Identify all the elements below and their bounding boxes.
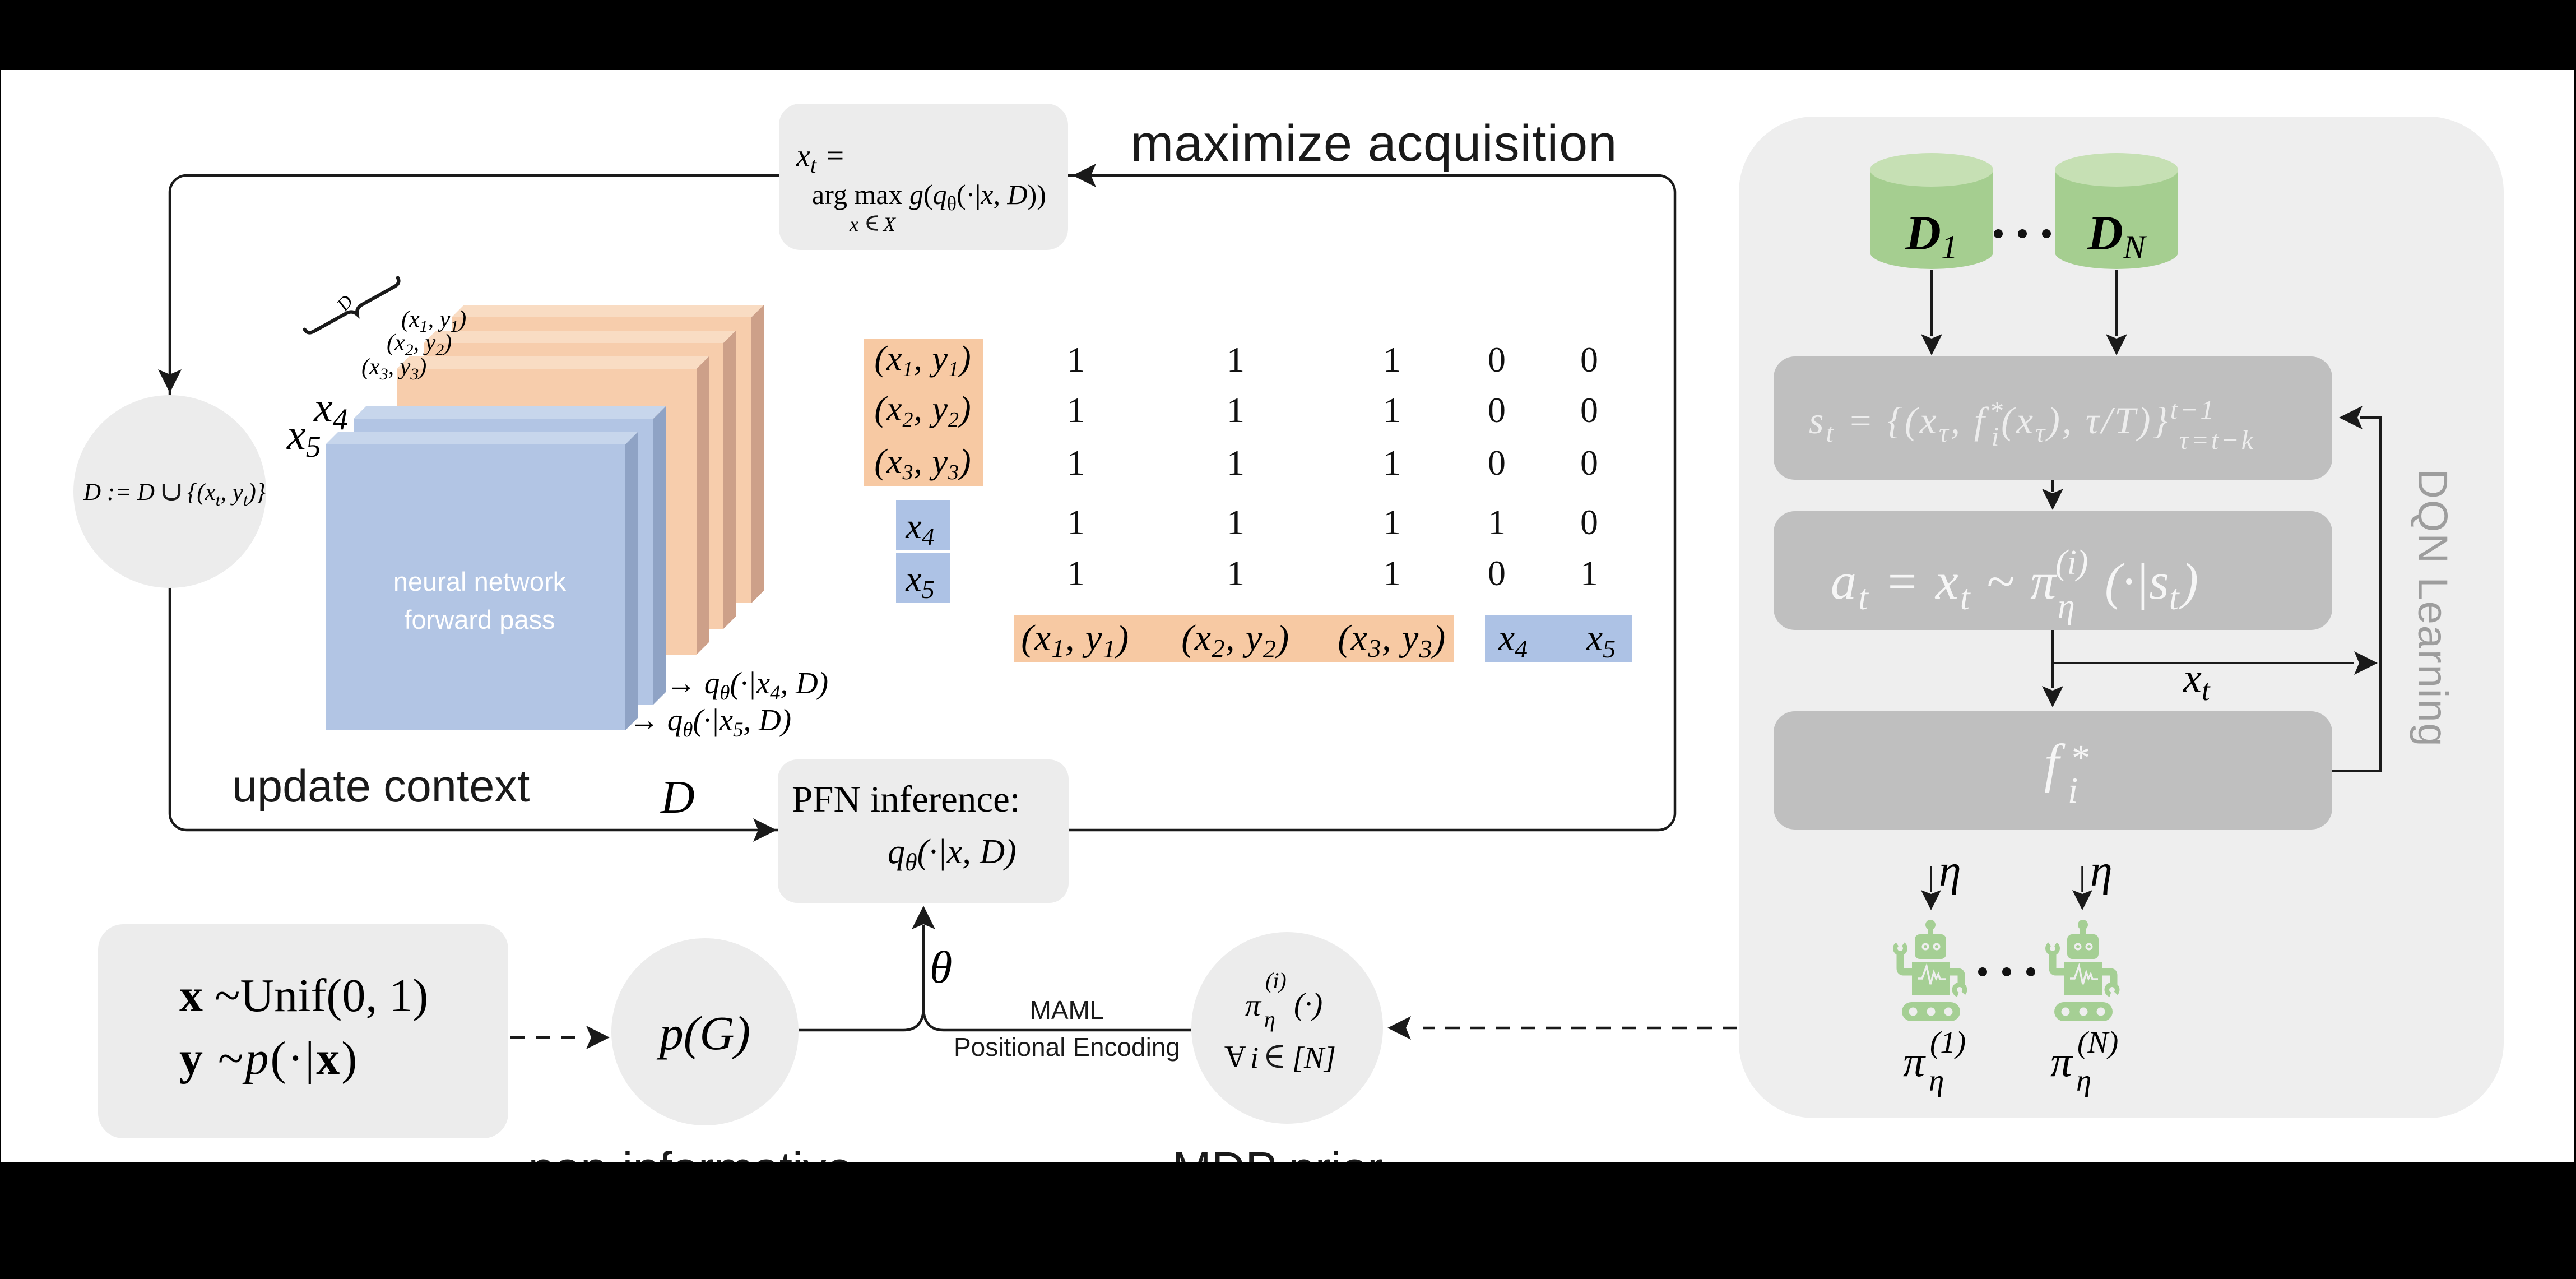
svg-text:0: 0 <box>1580 390 1598 430</box>
svg-text:D: D <box>660 771 695 823</box>
svg-text:(·): (·) <box>1294 987 1322 1022</box>
svg-text:(i): (i) <box>2055 544 2088 582</box>
svg-text:π: π <box>1903 1037 1926 1086</box>
svg-text:1: 1 <box>1067 443 1085 483</box>
svg-text:(N): (N) <box>2077 1025 2118 1059</box>
svg-text:1: 1 <box>1383 390 1401 430</box>
svg-text:(x1, y1): (x1, y1) <box>1021 618 1130 663</box>
svg-text:0: 0 <box>1580 502 1598 542</box>
svg-text:qθ(·|x, D): qθ(·|x, D) <box>888 833 1017 876</box>
svg-text:1: 1 <box>1067 340 1085 379</box>
svg-text:DN: DN <box>2087 206 2147 266</box>
svg-text:0: 0 <box>1488 340 1506 379</box>
svg-text:1: 1 <box>1227 340 1245 379</box>
svg-text:1: 1 <box>1067 502 1085 542</box>
svg-text:1: 1 <box>1227 443 1245 483</box>
svg-text:1: 1 <box>1383 553 1401 593</box>
svg-text:(1): (1) <box>1930 1025 1966 1059</box>
svg-text:1: 1 <box>1580 553 1598 593</box>
svg-text:MAML: MAML <box>1030 995 1104 1025</box>
svg-text:π: π <box>1245 988 1262 1023</box>
svg-text:1: 1 <box>1488 502 1506 542</box>
svg-text:1: 1 <box>1227 502 1245 542</box>
svg-text:x ~Unif(0, 1): x ~Unif(0, 1) <box>179 970 428 1022</box>
svg-text:1: 1 <box>1067 553 1085 593</box>
svg-text:0: 0 <box>1488 390 1506 430</box>
svg-text:p(G): p(G) <box>656 1006 750 1060</box>
svg-text:x4: x4 <box>905 506 934 551</box>
svg-text:0: 0 <box>1580 443 1598 483</box>
svg-text:1: 1 <box>1227 553 1245 593</box>
svg-text:st = {(xτ, f*i(xτ), τ/T)}t−1τ=: st = {(xτ, f*i(xτ), τ/T)}t−1τ=t−k <box>1809 395 2255 455</box>
svg-text:1: 1 <box>1383 443 1401 483</box>
svg-text:PFN inference:: PFN inference: <box>792 778 1020 820</box>
svg-text:forward pass: forward pass <box>404 605 555 634</box>
svg-text:D := D: D := D <box>83 479 155 506</box>
svg-text:→ qθ(·|x5, D): → qθ(·|x5, D) <box>629 703 791 742</box>
svg-text:i: i <box>1250 1041 1259 1074</box>
svg-text:η: η <box>2090 846 2113 896</box>
svg-text:1: 1 <box>1067 390 1085 430</box>
svg-text:1: 1 <box>1383 340 1401 379</box>
svg-text:X: X <box>882 213 897 235</box>
svg-text:DQN Learning: DQN Learning <box>2410 469 2456 747</box>
svg-text:1: 1 <box>1383 502 1401 542</box>
svg-text:A: A <box>1224 1040 1246 1073</box>
svg-text:[N]: [N] <box>1292 1041 1336 1074</box>
svg-text:y ~p(·|x): y ~p(·|x) <box>179 1032 359 1085</box>
svg-text:(i): (i) <box>1265 968 1287 993</box>
svg-text:1: 1 <box>1227 390 1245 430</box>
svg-text:xt =: xt = <box>796 138 846 178</box>
svg-text:x: x <box>849 213 858 235</box>
svg-text:(x3, y3): (x3, y3) <box>1338 618 1446 663</box>
svg-text:update context: update context <box>232 761 530 812</box>
svg-text:arg max g(qθ(·|x, D)): arg max g(qθ(·|x, D)) <box>812 179 1046 215</box>
svg-text:(·|st): (·|st) <box>2105 553 2198 617</box>
svg-text:η: η <box>2076 1063 2091 1097</box>
svg-text:→ qθ(·|x4, D): → qθ(·|x4, D) <box>666 666 828 705</box>
svg-text:(x1, y1): (x1, y1) <box>401 307 466 336</box>
svg-text:(x2, y2): (x2, y2) <box>874 390 971 432</box>
svg-text:η: η <box>1939 846 1961 896</box>
svg-text:at = xt ~ π: at = xt ~ π <box>1831 553 2058 617</box>
svg-text:θ: θ <box>930 942 952 993</box>
svg-text:{(xt, yt)}: {(xt, yt)} <box>187 479 266 509</box>
svg-text:η: η <box>1929 1063 1944 1097</box>
svg-text:neural network: neural network <box>393 567 567 596</box>
svg-text:η: η <box>2058 587 2075 625</box>
svg-text:0: 0 <box>1580 340 1598 379</box>
svg-text:η: η <box>1264 1007 1275 1032</box>
svg-text:Positional Encoding: Positional Encoding <box>954 1032 1180 1062</box>
svg-text:0: 0 <box>1488 553 1506 593</box>
svg-text:π: π <box>2050 1037 2073 1086</box>
svg-text:0: 0 <box>1488 443 1506 483</box>
svg-text:(x1, y1): (x1, y1) <box>874 340 971 381</box>
svg-text:*: * <box>2070 738 2088 778</box>
svg-text:i: i <box>2068 770 2078 811</box>
svg-text:maximize acquisition: maximize acquisition <box>1131 115 1618 172</box>
